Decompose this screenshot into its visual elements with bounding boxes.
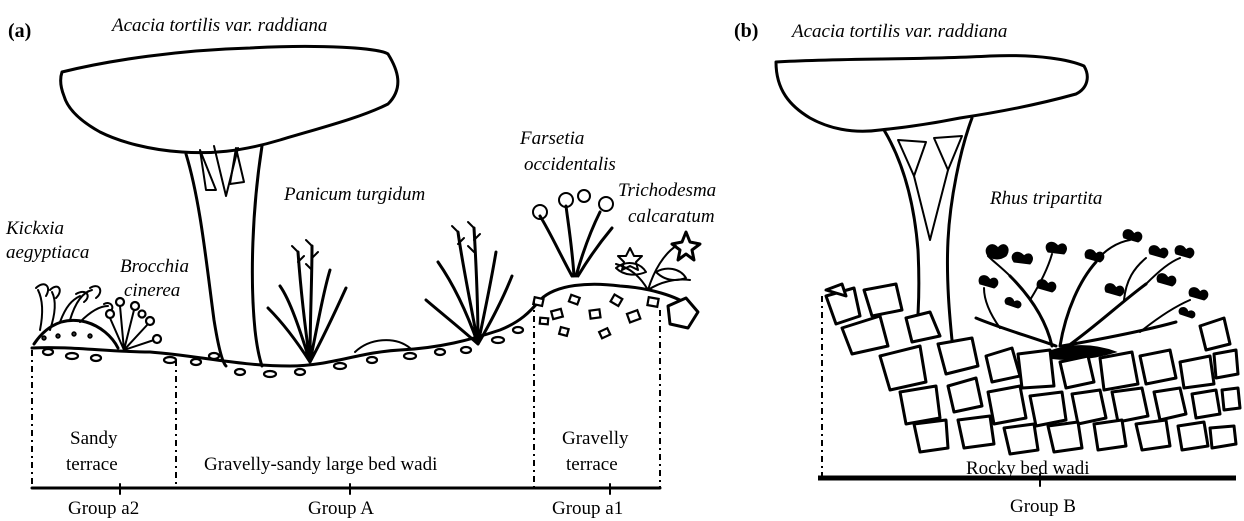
- group-a1-label: Group a1: [552, 498, 623, 519]
- zone-rocky-bed: Rocky bed wadi: [966, 458, 1089, 479]
- label-rhus: Rhus tripartita: [989, 188, 1102, 209]
- zone-gravelly-2: terrace: [566, 454, 618, 475]
- panel-b: (b) Acacia tortilis var. raddiana: [734, 20, 1240, 517]
- label-trichodesma-1: Trichodesma: [618, 180, 716, 201]
- label-panicum: Panicum turgidum: [283, 184, 425, 205]
- panel-b-tree-label: Acacia tortilis var. raddiana: [790, 21, 1007, 42]
- panel-a: (a) Acacia tortilis var. raddiana: [5, 15, 716, 519]
- zone-gravelly-1: Gravelly: [562, 428, 629, 449]
- panel-b-label: (b): [734, 20, 758, 42]
- group-B-label: Group B: [1010, 496, 1076, 517]
- label-kickxia-2: aegyptiaca: [6, 242, 89, 263]
- panel-a-tree-label: Acacia tortilis var. raddiana: [110, 15, 327, 36]
- rhus-shrub: [976, 230, 1208, 360]
- trichodesma-plant: [616, 232, 700, 290]
- farsetia-plant: [533, 190, 613, 276]
- zone-sandy-2: terrace: [66, 454, 118, 475]
- label-brocchia-1: Brocchia: [120, 256, 189, 277]
- group-A-label: Group A: [308, 498, 374, 519]
- label-farsetia-2: occidentalis: [524, 154, 616, 175]
- label-farsetia-1: Farsetia: [519, 128, 584, 149]
- zone-gravelly-sandy: Gravelly-sandy large bed wadi: [204, 454, 437, 475]
- label-trichodesma-2: calcaratum: [628, 206, 715, 227]
- rocks-b: [826, 284, 1240, 454]
- label-kickxia-1: Kickxia: [5, 218, 64, 239]
- panicum-clump-left: [268, 240, 346, 362]
- group-a2-label: Group a2: [68, 498, 139, 519]
- pebbles-a: [43, 295, 698, 377]
- panicum-clump-right: [426, 222, 512, 344]
- label-brocchia-2: cinerea: [124, 280, 180, 301]
- zone-sandy-1: Sandy: [70, 428, 118, 449]
- panel-a-label: (a): [8, 20, 31, 42]
